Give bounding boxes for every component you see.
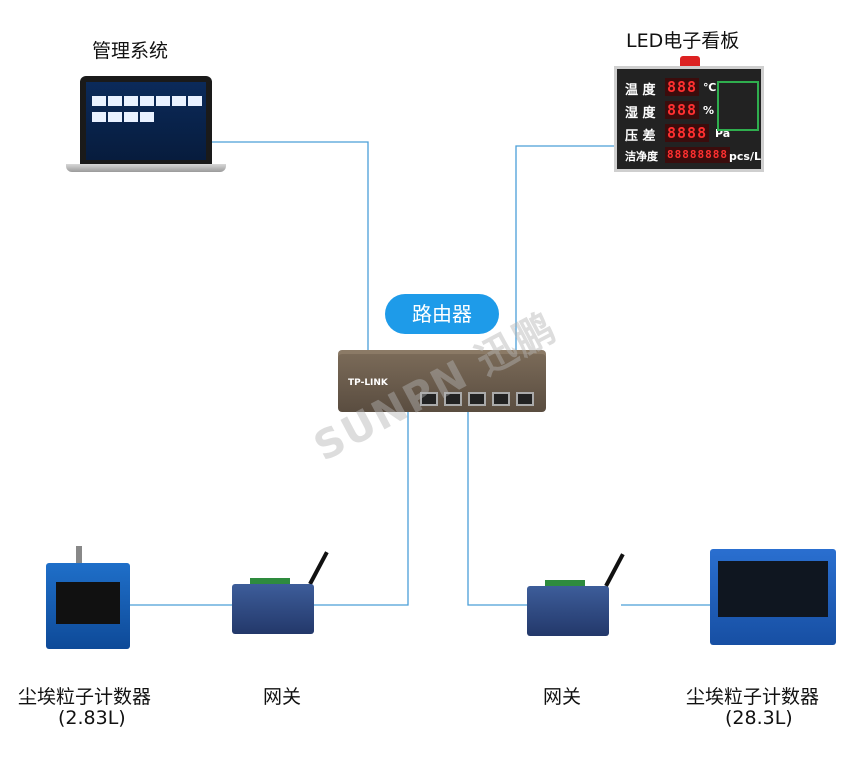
led-row-label: 温 度	[625, 83, 656, 98]
router-port	[492, 392, 510, 406]
router-port	[468, 392, 486, 406]
led-row-label: 洁净度	[625, 150, 658, 163]
particle-counter-left-screen	[56, 582, 120, 624]
counter-sensor-probe	[76, 546, 82, 564]
management-system-label: 管理系统	[92, 40, 169, 62]
counter-left-name: 尘埃粒子计数器	[18, 686, 152, 708]
led-beacon-icon	[680, 56, 700, 66]
router: TP-LINK	[338, 354, 546, 412]
wire-laptop-router	[212, 141, 369, 356]
led-row-label: 湿 度	[625, 106, 656, 121]
led-board: 温 度 888 ℃ 湿 度 888 % 压 差 8888 Pa 洁净度 8888…	[614, 66, 764, 172]
led-status-panel	[717, 81, 759, 131]
led-digits: 8888	[665, 124, 710, 142]
led-digits: 888	[665, 78, 700, 96]
router-label: 路由器	[385, 294, 499, 334]
counter-right-name: 尘埃粒子计数器	[686, 686, 820, 708]
router-port	[516, 392, 534, 406]
counter-right-spec: (28.3L)	[725, 707, 793, 729]
wire-router-gateway-right	[467, 412, 527, 606]
gateway-terminal-block	[545, 580, 585, 588]
led-row-label: 压 差	[625, 129, 656, 144]
led-digits: 888	[665, 101, 700, 119]
wire-led-router	[515, 145, 614, 356]
laptop-screen	[86, 82, 206, 160]
gateway-right	[527, 586, 609, 636]
gateway-right-label: 网关	[543, 686, 582, 708]
laptop-base	[66, 164, 226, 172]
led-unit: ℃	[703, 81, 717, 94]
router-brand: TP-LINK	[348, 378, 388, 388]
wire-router-gateway-left	[314, 412, 409, 606]
led-unit: pcs/L	[729, 150, 761, 163]
led-digits: 88888888	[665, 147, 730, 163]
led-unit: %	[703, 104, 715, 117]
router-port	[420, 392, 438, 406]
gateway-terminal-block	[250, 578, 290, 586]
gateway-left	[232, 584, 314, 634]
gateway-left-label: 网关	[263, 686, 302, 708]
led-board-label: LED电子看板	[626, 30, 740, 52]
counter-left-spec: (2.83L)	[58, 707, 126, 729]
particle-counter-right-screen	[718, 561, 828, 617]
router-port	[444, 392, 462, 406]
